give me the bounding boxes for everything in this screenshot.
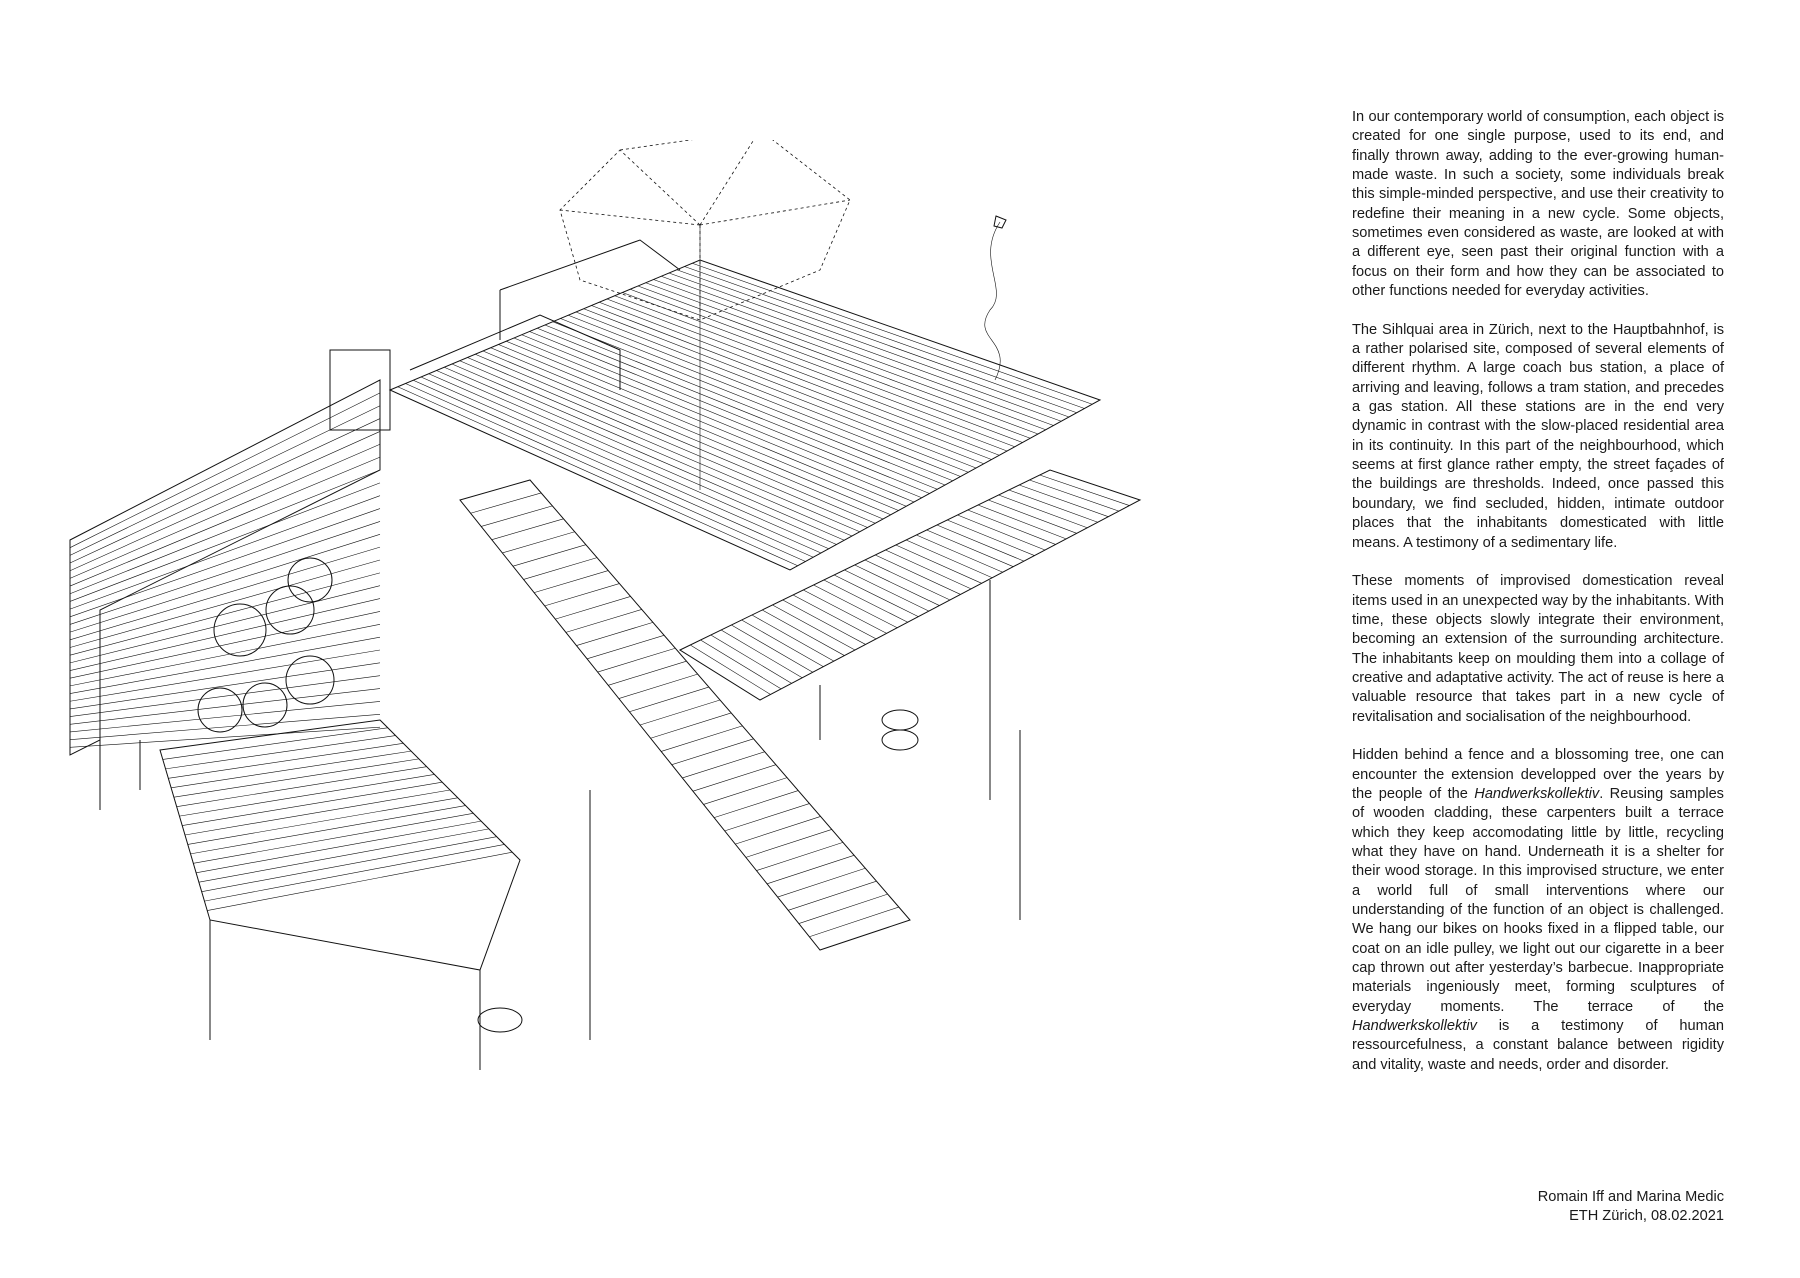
paragraph-text: . Reusing samples of wooden cladding, th…: [1352, 785, 1724, 1015]
paragraph-text: These moments of improvised domesticatio…: [1352, 573, 1724, 725]
authors: Romain Iff and Marina Medic: [1537, 1189, 1724, 1205]
corrugated-roof: [678, 469, 1142, 800]
signature: Romain Iff and Marina Medic ETH Zürich, …: [1352, 1188, 1724, 1227]
paragraph-text: Hidden behind a fence and a blossoming t…: [1352, 747, 1724, 802]
axonometric-drawing-svg: [69, 140, 1142, 1070]
paragraph-text: In our contemporary world of consumption…: [1352, 109, 1724, 300]
essay-text: In our contemporary world of consumption…: [1352, 108, 1724, 1094]
cable-reel: [881, 709, 1021, 920]
italic-term: Handwerkskollektiv: [1352, 1018, 1477, 1035]
axonometric-drawing: [60, 140, 1320, 1210]
italic-term: Handwerkskollektiv: [1474, 785, 1600, 802]
essay-paragraph: The Sihlquai area in Zürich, next to the…: [1352, 321, 1724, 553]
terrace-deck: [388, 259, 1102, 571]
institution-date: ETH Zürich, 08.02.2021: [1569, 1208, 1724, 1225]
left-cladding-wall: [69, 379, 381, 810]
paragraph-text: is a testimony of human ressourcefulness…: [1352, 1018, 1724, 1073]
essay-paragraph: In our contemporary world of consumption…: [1352, 108, 1724, 301]
parasol-outline: [559, 140, 851, 490]
bench-and-rail: [329, 239, 681, 431]
kite: [984, 215, 1007, 381]
stair: [459, 479, 911, 951]
essay-paragraph: These moments of improvised domesticatio…: [1352, 572, 1724, 727]
wood-storage: [159, 719, 591, 1070]
paragraph-text: The Sihlquai area in Zürich, next to the…: [1352, 321, 1724, 551]
essay-paragraph: Hidden behind a fence and a blossoming t…: [1352, 746, 1724, 1075]
bikes: [197, 557, 335, 733]
